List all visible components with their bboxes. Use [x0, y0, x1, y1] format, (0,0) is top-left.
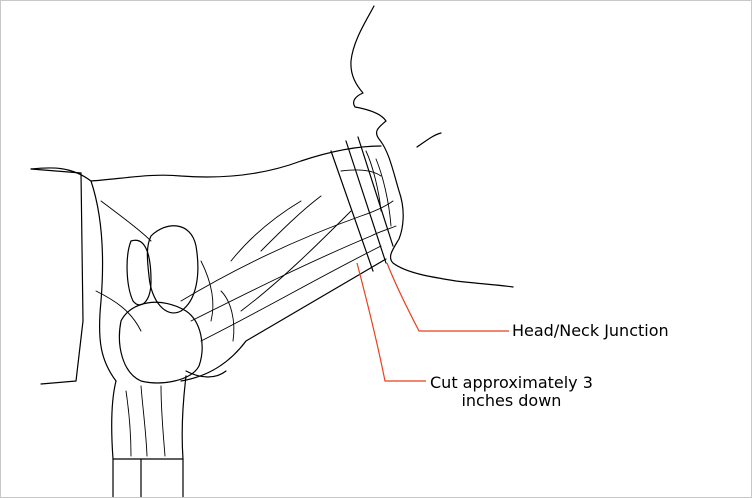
- cut-line-1: [331, 151, 373, 271]
- wing-oval: [147, 226, 198, 313]
- leg-strand-1: [126, 391, 131, 456]
- neck-strand-3: [201, 246, 381, 341]
- neck-top-contour: [31, 146, 381, 181]
- neck-strand-2: [191, 226, 396, 321]
- cut-instruction-line-2: inches down: [430, 392, 593, 410]
- wing-edge: [91, 181, 116, 381]
- left-edge: [31, 169, 83, 384]
- cut-instruction-label: Cut approximately 3 inches down: [430, 374, 593, 410]
- neck-underside: [181, 259, 386, 381]
- wing-strand-1: [101, 201, 151, 241]
- neck-strand-6: [231, 201, 301, 261]
- leg-strand-3: [161, 386, 165, 456]
- beak-mark: [417, 133, 441, 147]
- wing-strand-3: [201, 261, 213, 321]
- thigh-bulge: [119, 302, 202, 383]
- wing-strand-2: [96, 291, 141, 331]
- leg-strand-2: [141, 386, 147, 456]
- neck-strand-5: [261, 196, 321, 251]
- leg-joint: [113, 459, 183, 497]
- neck-strand-1: [181, 201, 393, 301]
- leader-cut: [357, 263, 426, 381]
- wing-strand-4: [221, 291, 234, 341]
- neck-strand-7: [341, 170, 381, 176]
- head-neck-junction-label: Head/Neck Junction: [512, 322, 669, 340]
- leader-junction: [387, 263, 509, 331]
- leg-outline: [112, 376, 186, 497]
- cut-instruction-line-1: Cut approximately 3: [430, 374, 593, 392]
